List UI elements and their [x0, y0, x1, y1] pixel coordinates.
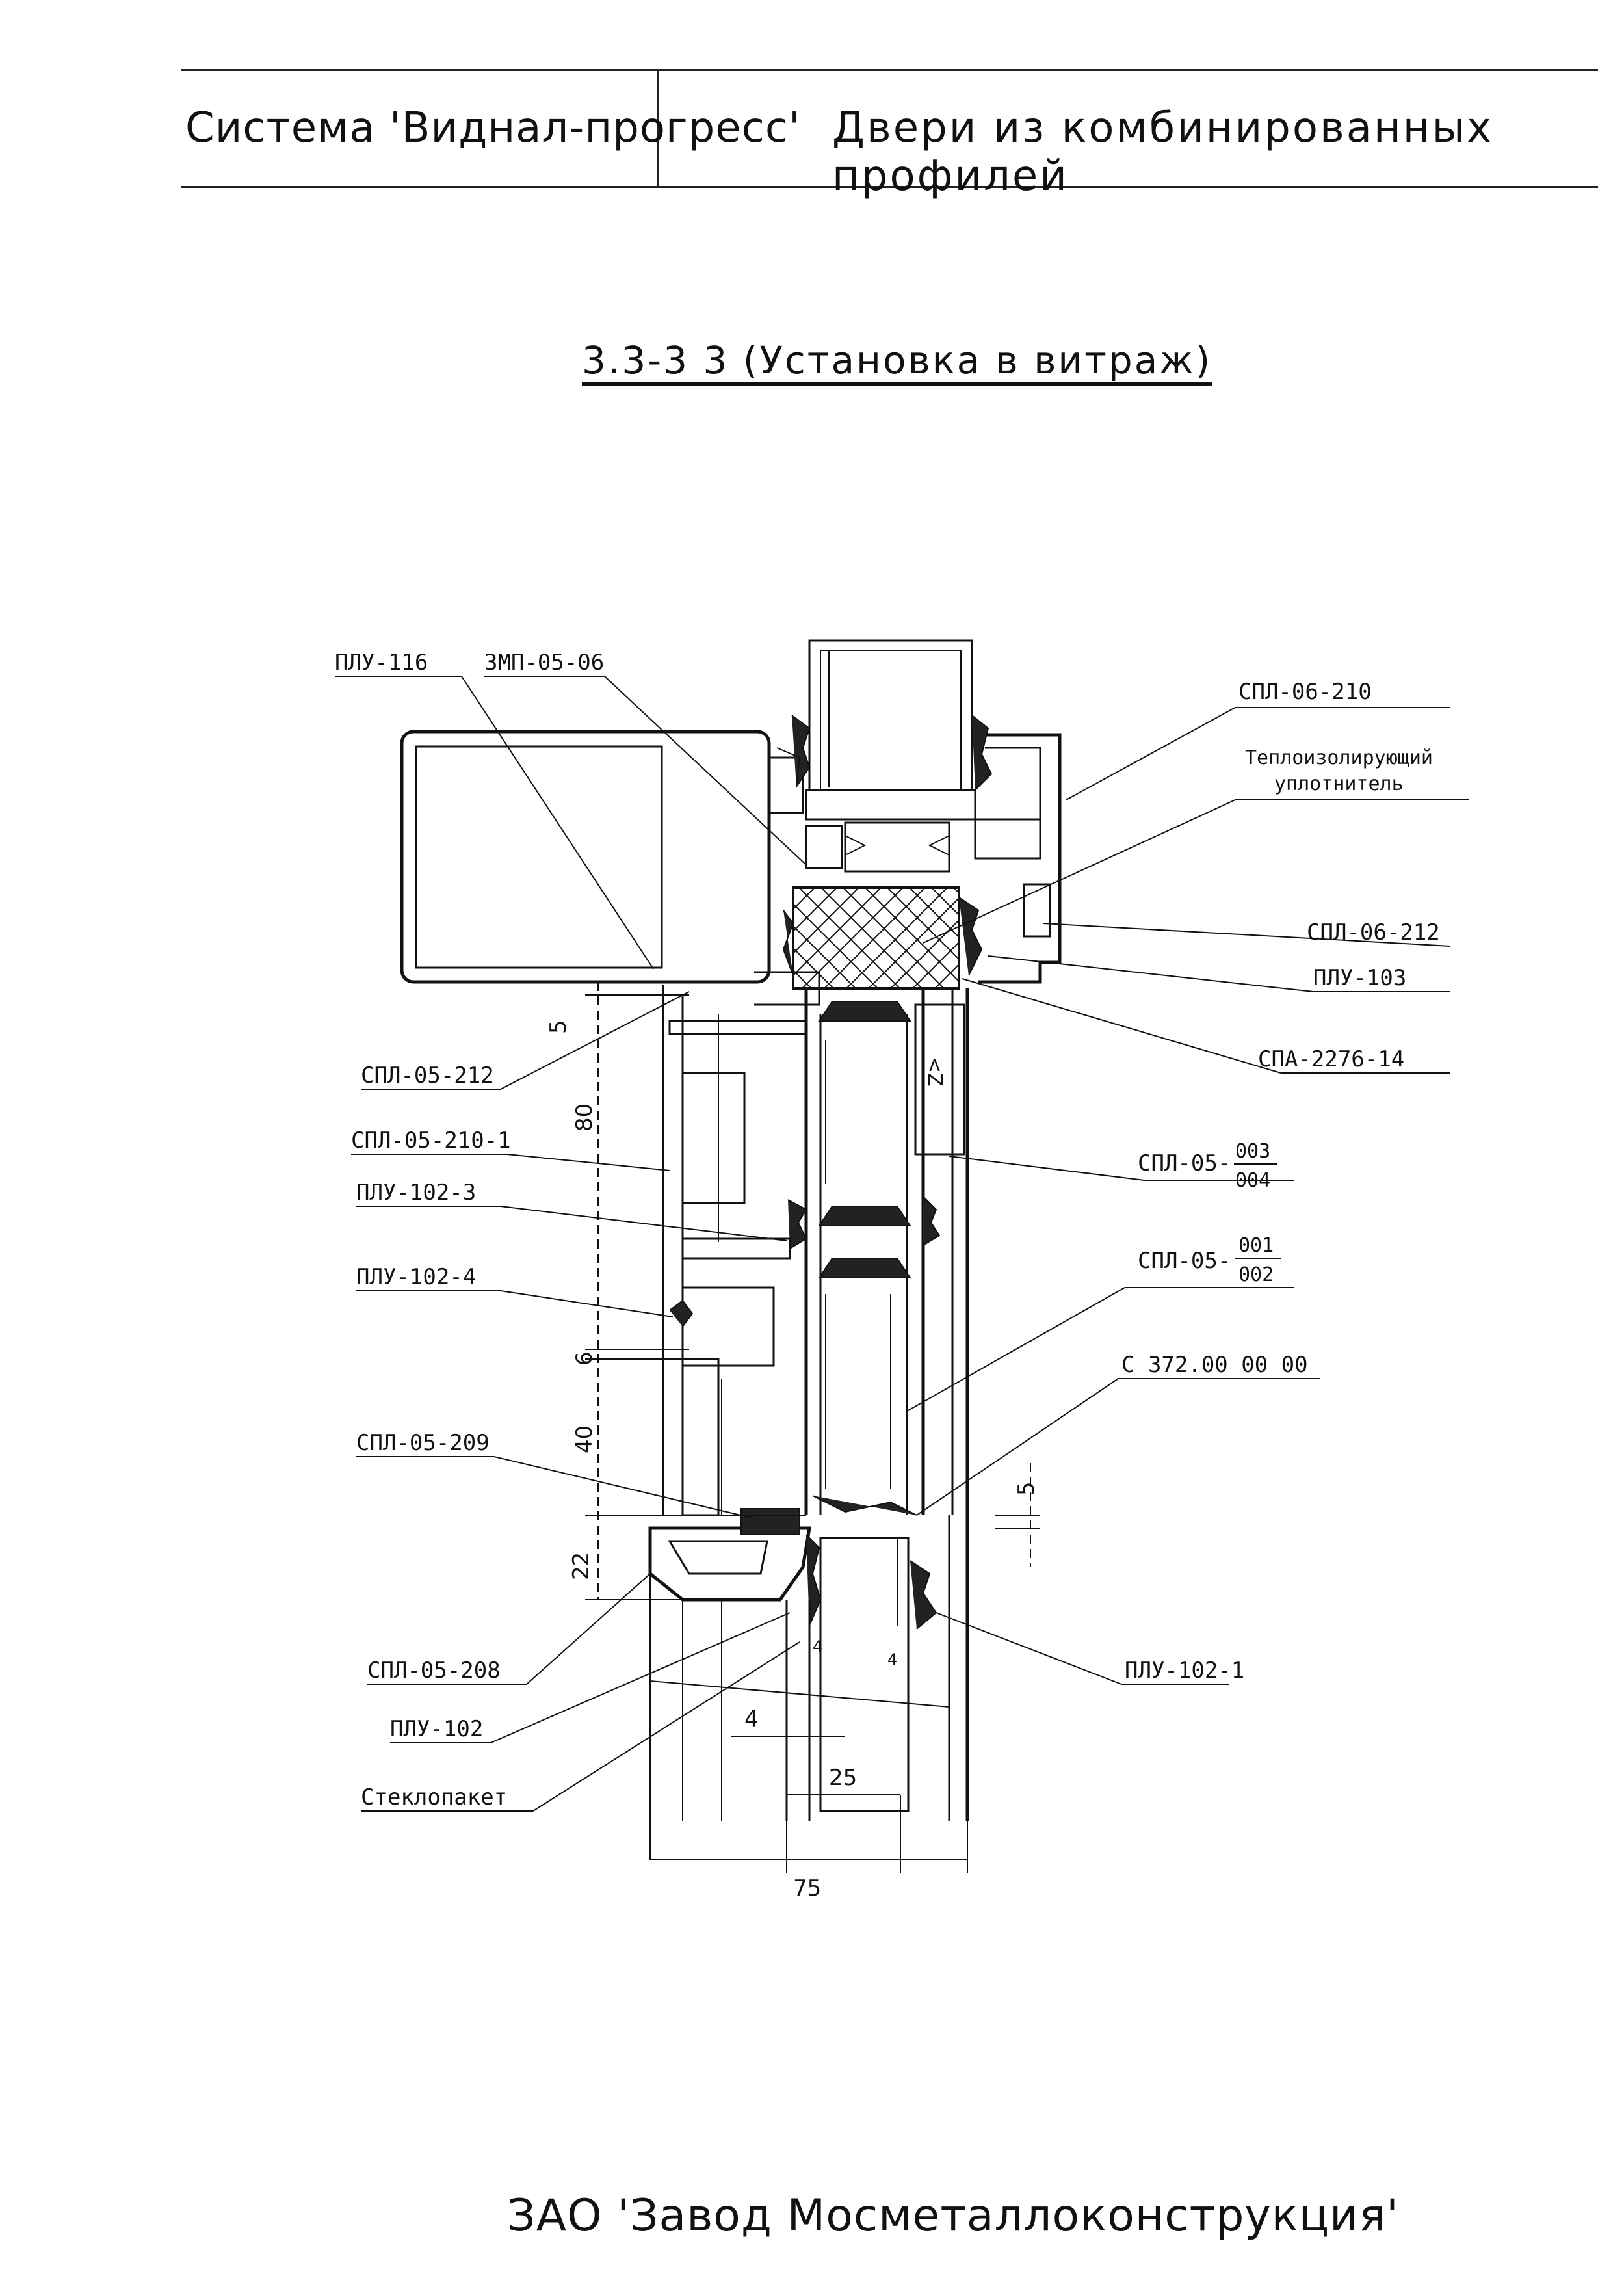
label-glass-unit: Стеклопакет [361, 1784, 507, 1810]
label-seal-line1: Теплоизолирующий [1245, 747, 1433, 769]
svg-text:4: 4 [887, 1650, 897, 1669]
door-leaf-profile: <Z [787, 988, 969, 1516]
left-sash-profile [662, 985, 807, 1516]
svg-text:4: 4 [813, 1637, 822, 1656]
upper-frame-profile [776, 715, 1062, 984]
label-plu-103: ПЛУ-103 [1313, 965, 1406, 991]
label-spl-05-208: СПЛ-05-208 [367, 1658, 501, 1684]
label-plu-102-3: ПЛУ-102-3 [356, 1180, 476, 1206]
dim-22: 22 [568, 1552, 594, 1580]
document-title: Двери из комбинированных профилей [832, 104, 1494, 200]
label-spl-05-210-1: СПЛ-05-210-1 [351, 1128, 511, 1154]
label-spa-2276-14: СПА-2276-14 [1258, 1046, 1404, 1072]
upper-glass-pane [808, 639, 973, 791]
header-bottom-rule [181, 186, 1598, 188]
dim-25: 25 [829, 1765, 857, 1791]
dim-5-top: 5 [545, 1020, 571, 1034]
label-spl-06-212: СПЛ-06-212 [1307, 920, 1440, 946]
svg-text:<Z: <Z [923, 1057, 946, 1087]
dim-5-right: 5 [1014, 1481, 1040, 1496]
label-plu-102: ПЛУ-102 [390, 1716, 483, 1742]
lower-glazing-assembly: 4 4 [648, 1508, 969, 1821]
label-spl-05-209: СПЛ-05-209 [356, 1430, 490, 1456]
header-top-rule [181, 69, 1598, 71]
label-spl-05-212: СПЛ-05-212 [361, 1063, 494, 1089]
dim-75: 75 [793, 1875, 821, 1901]
label-c-372: С 372.00 00 00 [1121, 1352, 1308, 1378]
label-seal-line2: уплотнитель [1274, 773, 1404, 795]
label-spl-05-003-num: 003 [1235, 1140, 1270, 1163]
dim-4: 4 [744, 1706, 759, 1732]
label-spl-06-210: СПЛ-06-210 [1238, 679, 1372, 705]
system-name: Система 'Виднал-прогресс' [185, 104, 801, 152]
dim-6: 6 [571, 1351, 597, 1366]
label-spl-05-003-den: 004 [1235, 1169, 1270, 1192]
bottom-dimensions [650, 1723, 968, 1873]
label-spl-05-001-prefix: СПЛ-05- [1138, 1248, 1231, 1274]
right-dimension-5 [995, 1463, 1040, 1567]
thermal-insulating-seal [782, 886, 983, 990]
left-dimension-chain [585, 981, 806, 1860]
label-plu-102-4: ПЛУ-102-4 [356, 1264, 476, 1290]
label-spl-05-001-den: 002 [1238, 1264, 1274, 1286]
label-zmp-05-06: ЗМП-05-06 [484, 650, 604, 676]
dim-80: 80 [571, 1104, 597, 1131]
dim-40: 40 [571, 1425, 597, 1453]
label-spl-05-001-num: 001 [1238, 1234, 1274, 1257]
leader-lines [335, 676, 1469, 1812]
transom-profile-box [400, 730, 820, 1006]
header-separator [657, 70, 659, 186]
label-plu-102-1: ПЛУ-102-1 [1125, 1658, 1244, 1684]
section-title: 3.3-3 3 (Установка в витраж) [582, 338, 1212, 382]
label-spl-05-003-prefix: СПЛ-05- [1138, 1150, 1231, 1176]
label-plu-116: ПЛУ-116 [335, 650, 428, 676]
footer-company: ЗАО 'Завод Мосметаллоконструкция' [507, 2190, 1399, 2242]
door-section-drawing: <Z 4 4 [335, 639, 1469, 1901]
